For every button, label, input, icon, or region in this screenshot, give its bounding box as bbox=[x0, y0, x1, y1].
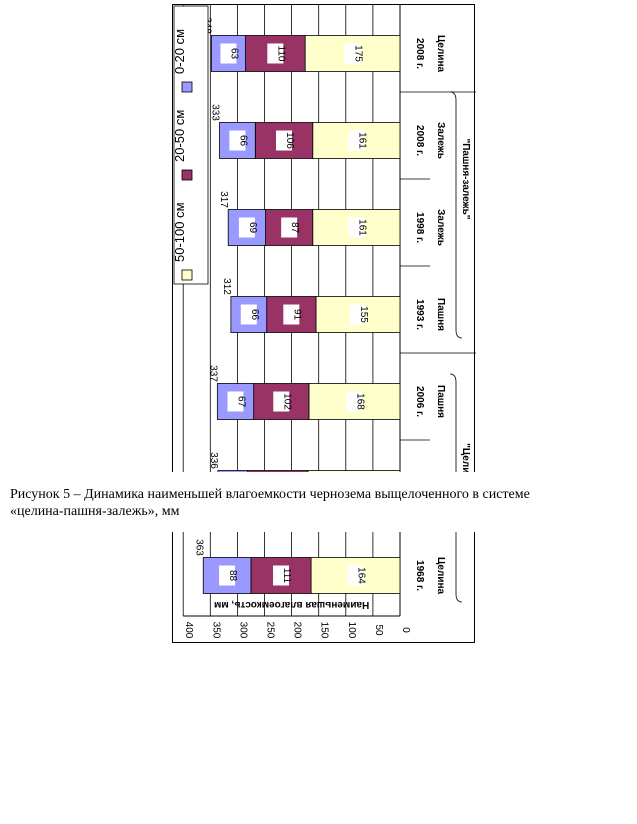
legend-label-2: 0-20 см bbox=[172, 29, 187, 74]
total-label-1: 336 bbox=[208, 452, 219, 469]
data-label-bg-4-2 bbox=[238, 217, 255, 238]
category-name-3: Пашня bbox=[435, 298, 446, 331]
category-year-4: 1998 г. bbox=[414, 212, 425, 243]
figure-caption: Рисунок 5 – Динамика наименьшей влагоемк… bbox=[0, 472, 637, 532]
total-label-2: 337 bbox=[207, 365, 218, 382]
data-label-3-0: 155 bbox=[358, 306, 369, 323]
y-tick-label-5: 250 bbox=[265, 622, 276, 639]
data-label-bg-6-0 bbox=[344, 43, 361, 64]
category-year-0: 1968 г. bbox=[414, 560, 425, 591]
data-label-2-2: 67 bbox=[236, 396, 247, 408]
category-name-0: Целина bbox=[435, 557, 446, 595]
category-year-2: 2006 г. bbox=[414, 386, 425, 417]
data-label-4-1: 87 bbox=[289, 222, 300, 234]
y-tick-label-7: 350 bbox=[210, 622, 221, 639]
y-tick-label-1: 50 bbox=[373, 624, 384, 636]
chart-container: 0 50 100 150 200 250 300 350 400 Наименьшая влаго… bbox=[172, 4, 476, 644]
total-label-3: 312 bbox=[221, 278, 232, 295]
data-label-bg-0-2 bbox=[219, 565, 236, 586]
category-name-4: Залежь bbox=[435, 209, 446, 246]
chart: 0 50 100 150 200 250 300 350 400 Наименьшая влаго… bbox=[172, 4, 476, 643]
chart-frame bbox=[172, 4, 475, 643]
legend-swatch-2 bbox=[181, 81, 193, 93]
category-year-3: 1993 г. bbox=[414, 299, 425, 330]
group-bracket-pashnya-zalezh bbox=[449, 91, 463, 339]
data-label-6-0: 175 bbox=[353, 45, 364, 62]
total-label-4: 317 bbox=[218, 191, 229, 208]
data-label-bg-5-0 bbox=[348, 130, 365, 151]
data-label-bg-4-0 bbox=[348, 217, 365, 238]
data-label-6-1: 110 bbox=[275, 46, 286, 62]
data-label-bg-2-0 bbox=[346, 391, 363, 412]
legend-label-0: 50-100 см bbox=[172, 202, 187, 262]
legend-box bbox=[173, 5, 209, 285]
data-label-2-1: 102 bbox=[281, 393, 292, 410]
data-label-bg-0-1 bbox=[273, 565, 290, 586]
caption-line-1: Рисунок 5 – Динамика наименьшей влагоемк… bbox=[10, 487, 530, 502]
y-tick-label-4: 200 bbox=[292, 622, 303, 639]
data-label-5-1: 106 bbox=[284, 132, 295, 149]
data-label-3-2: 66 bbox=[249, 309, 260, 321]
y-tick-label-0: 0 bbox=[400, 627, 411, 633]
legend-swatch-0 bbox=[181, 269, 193, 281]
data-label-bg-5-1 bbox=[276, 130, 293, 151]
data-label-bg-0-0 bbox=[347, 565, 364, 586]
data-label-4-2: 69 bbox=[247, 222, 258, 234]
data-label-bg-3-1 bbox=[283, 304, 300, 325]
data-label-3-1: 91 bbox=[291, 309, 302, 321]
data-label-6-2: 63 bbox=[228, 48, 239, 60]
data-label-bg-3-2 bbox=[240, 304, 257, 325]
data-label-2-0: 168 bbox=[354, 393, 365, 410]
y-tick-label-6: 300 bbox=[237, 622, 248, 639]
y-tick-label-2: 100 bbox=[346, 622, 357, 639]
data-label-0-1: 111 bbox=[281, 568, 292, 584]
data-label-4-0: 161 bbox=[356, 219, 367, 236]
category-name-2: Пашня bbox=[435, 385, 446, 418]
caption-line-2: «целина-пашня-залежь», мм bbox=[10, 504, 180, 519]
data-label-0-0: 164 bbox=[356, 567, 367, 584]
y-tick-label-3: 150 bbox=[319, 622, 330, 639]
legend-label-1: 20-50 см bbox=[172, 110, 187, 162]
category-year-5: 2008 г. bbox=[414, 125, 425, 156]
legend-swatch-1 bbox=[181, 169, 193, 181]
y-axis-label: Наименьшая влагоемкость, мм bbox=[214, 599, 369, 610]
group-label-pashnya-zalezh: "Пашня-залежь" bbox=[460, 138, 471, 219]
data-label-bg-6-2 bbox=[220, 43, 237, 64]
data-label-bg-2-2 bbox=[227, 391, 244, 412]
data-label-0-2: 88 bbox=[227, 570, 238, 582]
category-name-5: Залежь bbox=[435, 122, 446, 159]
category-name-6: Целина bbox=[435, 35, 446, 73]
total-label-0: 363 bbox=[193, 539, 204, 556]
data-label-bg-4-1 bbox=[281, 217, 298, 238]
data-label-bg-2-1 bbox=[273, 391, 290, 412]
data-label-bg-3-0 bbox=[349, 304, 366, 325]
data-label-5-0: 161 bbox=[356, 132, 367, 149]
y-tick-label-8: 400 bbox=[183, 622, 194, 639]
data-label-5-2: 66 bbox=[237, 135, 248, 147]
data-label-bg-6-1 bbox=[267, 43, 284, 64]
total-label-5: 333 bbox=[210, 104, 221, 121]
category-year-6: 2008 г. bbox=[414, 38, 425, 69]
data-label-bg-5-2 bbox=[229, 130, 246, 151]
